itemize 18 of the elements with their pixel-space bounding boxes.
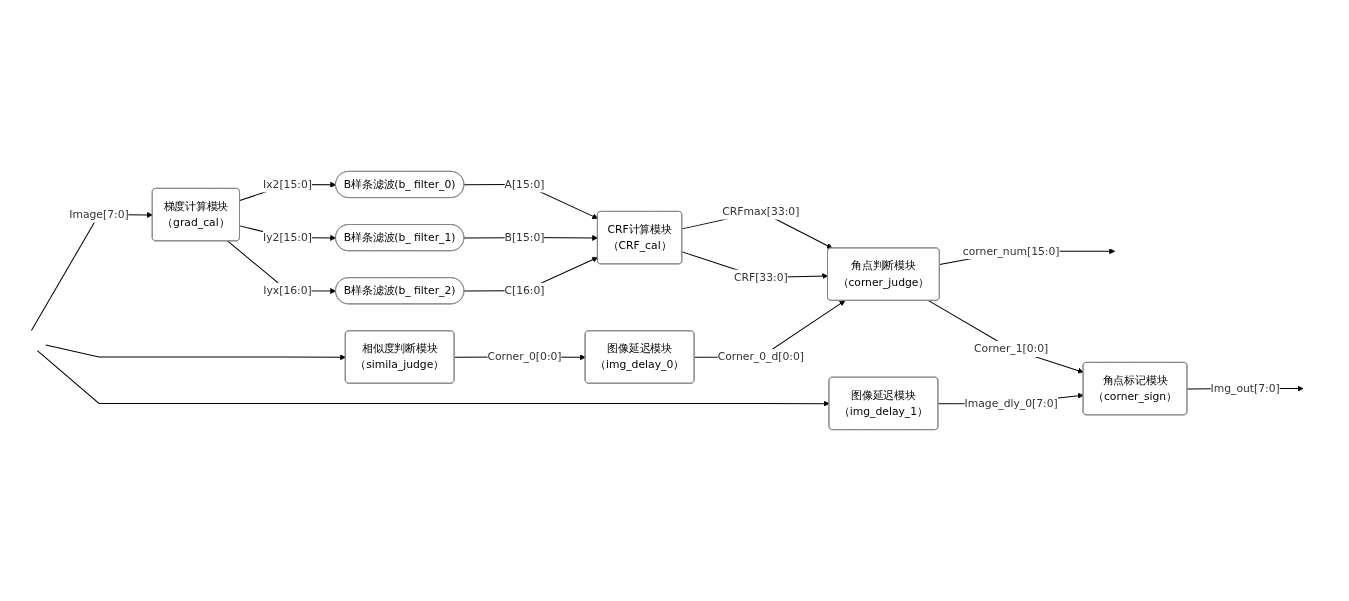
edge-label: B[15:0] xyxy=(504,230,545,244)
edge-label: Img_out[7:0] xyxy=(1210,381,1280,395)
arrow xyxy=(45,344,346,361)
edge-label: Ix2[15:0] xyxy=(263,177,312,191)
edge-label: CRF[33:0] xyxy=(733,270,788,284)
arrow xyxy=(36,350,830,407)
edge-label: corner_num[15:0] xyxy=(962,244,1060,258)
edge-label: Corner_1[0:0] xyxy=(974,342,1049,355)
edge-label: C[16:0] xyxy=(504,284,545,297)
edge-label: Image[7:0] xyxy=(69,207,129,221)
arrow xyxy=(928,300,1084,374)
edge-label: CRFmax[33:0] xyxy=(722,204,800,218)
edge-label: Iy2[15:0] xyxy=(263,230,312,244)
edge-label: Corner_0_d[0:0] xyxy=(717,350,804,364)
edge-label: Iyx[16:0] xyxy=(263,284,312,297)
edge-label: Image_dly_0[7:0] xyxy=(964,396,1058,410)
edge-label: A[15:0] xyxy=(504,177,545,191)
edge-label: Corner_0[0:0] xyxy=(487,350,562,364)
